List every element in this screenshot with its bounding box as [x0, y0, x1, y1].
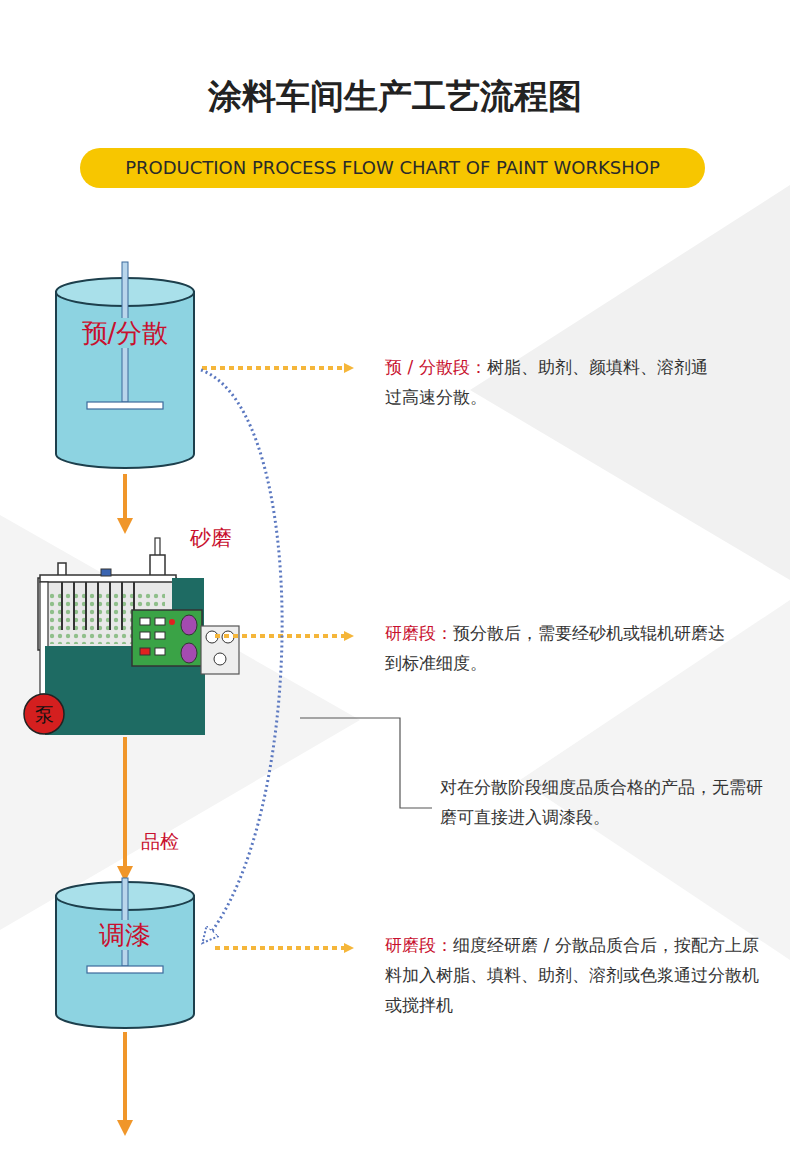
node-text: PRODUCTION PROCESS FLOW CHART OF PAINT W… — [125, 157, 660, 178]
edge-label: 品检 — [141, 829, 179, 855]
tank-outline — [55, 878, 195, 1033]
stage-name: 研磨段： — [385, 623, 453, 643]
stage-name: 预 / 分散段： — [385, 357, 487, 377]
text-holder: 泵 — [23, 693, 65, 735]
paint-mixing-tank: 调漆 — [55, 878, 195, 1033]
stage-name: 研磨段： — [385, 935, 453, 955]
title-band: PRODUCTION PROCESS FLOW CHART OF PAINT W… — [80, 148, 705, 188]
leader-line — [300, 718, 432, 808]
sand-mill-machine: 砂磨泵 — [25, 530, 240, 735]
text-holder: PRODUCTION PROCESS FLOW CHART OF PAINT W… — [80, 148, 705, 188]
flow-arrow — [123, 737, 127, 876]
bypass-arrow — [201, 370, 282, 940]
text-holder: 砂磨 — [190, 524, 232, 552]
node-text: 泵 — [35, 703, 54, 725]
pump-circle: 泵 — [23, 693, 65, 735]
tank-outline — [55, 262, 195, 472]
title: 涂料车间生产工艺流程图 — [0, 74, 790, 120]
dotted-arrow — [202, 366, 350, 370]
description-text: 研磨段：细度经研磨 / 分散品质合后，按配方上原料加入树脂、填料、助剂、溶剂或色… — [385, 930, 770, 1020]
text-holder: 调漆 — [55, 918, 195, 953]
bg-shade — [470, 185, 790, 580]
node-text: 预/分散 — [78, 318, 173, 348]
bg-shade — [0, 515, 360, 930]
text-holder: 预/分散 — [55, 316, 195, 351]
dotted-arrow — [215, 946, 350, 950]
stage-description: 对在分散阶段细度品质合格的产品，无需研磨可直接进入调漆段。 — [440, 777, 763, 827]
description-text: 研磨段：预分散后，需要经砂机或辊机研磨达到标准细度。 — [385, 618, 730, 678]
output-arrow — [123, 1032, 127, 1130]
flow-arrow — [123, 474, 127, 528]
sand-mill — [38, 538, 239, 735]
description-text: 对在分散阶段细度品质合格的产品，无需研磨可直接进入调漆段。 — [440, 772, 770, 832]
pre-dispersion-tank: 预/分散 — [55, 262, 195, 472]
node-text: 调漆 — [95, 920, 155, 950]
description-text: 预 / 分散段：树脂、助剂、颜填料、溶剂通过高速分散。 — [385, 352, 720, 412]
node-text: 砂磨 — [190, 526, 232, 550]
